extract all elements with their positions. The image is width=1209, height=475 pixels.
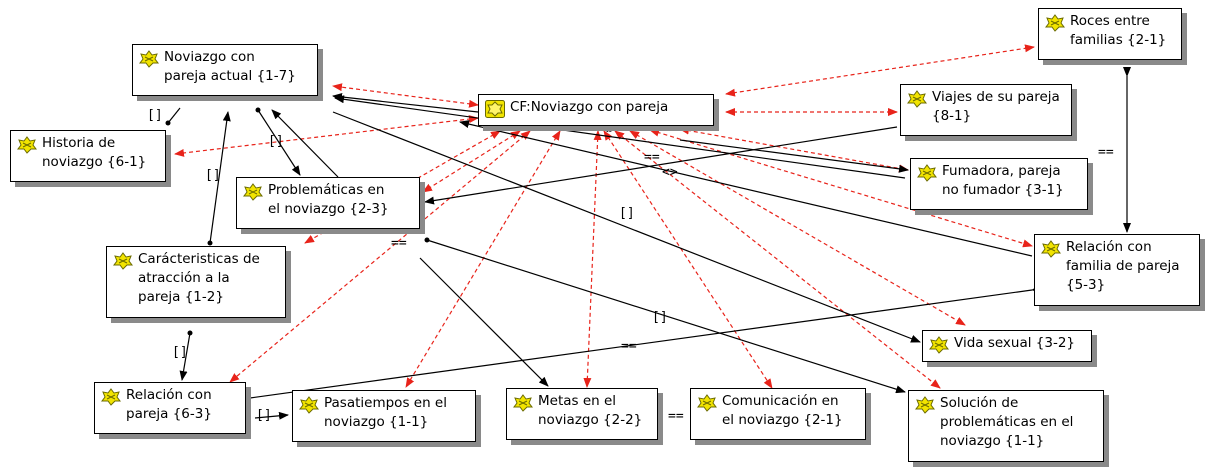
edge-cf-historia bbox=[174, 115, 479, 157]
edge-label: [] bbox=[619, 206, 635, 221]
node-label: atracción a la bbox=[138, 270, 230, 286]
node-fumadora-pareja-no-fumador[interactable]: Fumadora, pareja no fumador {3-1} bbox=[910, 158, 1088, 210]
edge-label: [] bbox=[268, 134, 284, 149]
node-label: noviazgo {1-1} bbox=[940, 433, 1045, 449]
code-icon bbox=[929, 336, 949, 354]
node-label: no fumador {3-1} bbox=[942, 182, 1064, 198]
code-icon bbox=[139, 50, 159, 68]
edge-cf-roces bbox=[725, 44, 1035, 97]
node-label: Fumadora, pareja bbox=[942, 163, 1061, 179]
edge-caracteristicas-to-noviazgo-actual bbox=[207, 111, 231, 246]
node-label: CF:Noviazgo con pareja bbox=[510, 99, 669, 115]
code-icon bbox=[299, 396, 319, 414]
node-label: Noviazgo con bbox=[164, 49, 255, 65]
edge-cf-to-noviazgo-actual bbox=[332, 93, 479, 113]
edge-label: == bbox=[668, 409, 684, 424]
node-metas-en-el-noviazgo[interactable]: Metas en el noviazgo {2-2} bbox=[506, 388, 658, 440]
edge-relacion-familia-to-relacion-pareja bbox=[249, 284, 1042, 399]
edge-label: [] bbox=[652, 310, 668, 325]
code-icon bbox=[1041, 240, 1061, 258]
node-comunicacion-en-el-noviazgo[interactable]: Comunicación en el noviazgo {2-1} bbox=[690, 388, 866, 440]
edge-label: [] bbox=[256, 408, 272, 423]
node-cf-noviazgo-con-pareja[interactable]: CF:Noviazgo con pareja bbox=[478, 94, 714, 126]
code-icon bbox=[907, 90, 927, 108]
edge-label: == bbox=[1098, 145, 1114, 160]
node-noviazgo-pareja-actual[interactable]: Noviazgo con pareja actual {1-7} bbox=[132, 44, 318, 96]
edge-label: [] bbox=[205, 168, 221, 183]
node-label: el noviazgo {2-1} bbox=[722, 412, 843, 428]
edge-relacion-pareja-to-pasatiempos bbox=[254, 411, 289, 420]
node-label: Roces entre bbox=[1070, 13, 1150, 29]
node-label: Relación con bbox=[126, 387, 212, 403]
node-label: noviazgo {6-1} bbox=[42, 154, 147, 170]
node-viajes-de-su-pareja[interactable]: Viajes de su pareja {8-1} bbox=[900, 84, 1072, 136]
edge-noviazgo-actual-to-problematicas bbox=[255, 107, 301, 176]
node-label: problemáticas en el bbox=[940, 414, 1074, 430]
node-vida-sexual[interactable]: Vida sexual {3-2} bbox=[922, 330, 1092, 362]
node-label: pareja {1-2} bbox=[138, 289, 224, 305]
node-label: Viajes de su pareja bbox=[932, 89, 1060, 105]
code-icon bbox=[101, 388, 121, 406]
edge-viajes-to-problematicas bbox=[424, 126, 898, 205]
node-label: Metas en el bbox=[538, 393, 617, 409]
code-icon bbox=[1045, 14, 1065, 32]
node-caracteristicas-de-atraccion[interactable]: Carácteristicas de atracción a la pareja… bbox=[106, 246, 286, 318]
node-label: Pasatiempos en el bbox=[324, 395, 447, 411]
edge-to-metas bbox=[419, 257, 549, 387]
node-problematicas-en-el-noviazgo[interactable]: Problemáticas en el noviazgo {2-3} bbox=[236, 177, 420, 229]
edge-cf-metas bbox=[583, 130, 602, 388]
node-label: Relación con bbox=[1066, 239, 1152, 255]
edge-caracteristicas-to-relacion-pareja bbox=[179, 330, 193, 381]
node-label: el noviazgo {2-3} bbox=[268, 201, 389, 217]
node-relacion-con-pareja[interactable]: Relación con pareja {6-3} bbox=[94, 382, 246, 434]
node-label: Carácteristicas de bbox=[138, 251, 260, 267]
node-label: familia de pareja bbox=[1066, 258, 1180, 274]
node-pasatiempos-en-el-noviazgo[interactable]: Pasatiempos en el noviazgo {1-1} bbox=[292, 390, 476, 442]
causal-edges bbox=[165, 67, 1131, 420]
node-label: {8-1} bbox=[932, 108, 972, 124]
node-label: Problemáticas en bbox=[268, 182, 385, 198]
node-label: Solución de bbox=[940, 395, 1019, 411]
code-icon bbox=[915, 396, 935, 414]
node-historia-de-noviazgo[interactable]: Historia de noviazgo {6-1} bbox=[10, 130, 166, 182]
edge-cf-problematicas bbox=[422, 130, 521, 193]
edge-relacion-familia-to-noviazgo-actual bbox=[459, 120, 1033, 257]
edge-noviazgo-actual-to-vida-sexual bbox=[332, 111, 921, 343]
edge-cf-to-fumadora bbox=[679, 139, 909, 173]
node-label: Vida sexual {3-2} bbox=[954, 335, 1076, 351]
edge-cf-pasatiempos bbox=[405, 130, 561, 388]
code-icon bbox=[513, 394, 533, 412]
node-label: pareja actual {1-7} bbox=[164, 68, 296, 84]
edge-historia-to-noviazgo-actual bbox=[165, 107, 181, 126]
node-label: Comunicación en bbox=[722, 393, 839, 409]
node-solucion-de-problematicas[interactable]: Solución de problemáticas en el noviazgo… bbox=[908, 390, 1104, 462]
edge-label: == bbox=[644, 150, 660, 165]
code-icon bbox=[917, 164, 937, 182]
code-icon bbox=[113, 252, 133, 270]
code-icon bbox=[17, 136, 37, 154]
edge-label: <> bbox=[662, 165, 678, 180]
node-relacion-con-familia-de-pareja[interactable]: Relación con familia de pareja {5-3} bbox=[1034, 234, 1200, 306]
edge-label: [] bbox=[172, 345, 188, 360]
edge-label: [] bbox=[147, 108, 163, 123]
edge-metas-link bbox=[424, 237, 906, 394]
edge-fumadora-to-noviazgo-actual bbox=[334, 95, 906, 179]
code-family-icon bbox=[485, 100, 505, 118]
code-icon bbox=[243, 183, 263, 201]
node-label: Historia de bbox=[42, 135, 116, 151]
node-label: noviazgo {2-2} bbox=[538, 412, 643, 428]
node-label: familias {2-1} bbox=[1070, 32, 1167, 48]
code-icon bbox=[697, 394, 717, 412]
edge-label: == bbox=[391, 236, 407, 251]
node-roces-entre-familias[interactable]: Roces entre familias {2-1} bbox=[1038, 8, 1182, 60]
edge-cf-fumadora bbox=[679, 126, 909, 173]
node-label: noviazgo {1-1} bbox=[324, 414, 429, 430]
edge-cf-noviazgo-actual bbox=[332, 83, 479, 108]
edge-label: == bbox=[621, 339, 637, 354]
node-label: pareja {6-3} bbox=[126, 406, 212, 422]
node-label: {5-3} bbox=[1066, 277, 1106, 293]
